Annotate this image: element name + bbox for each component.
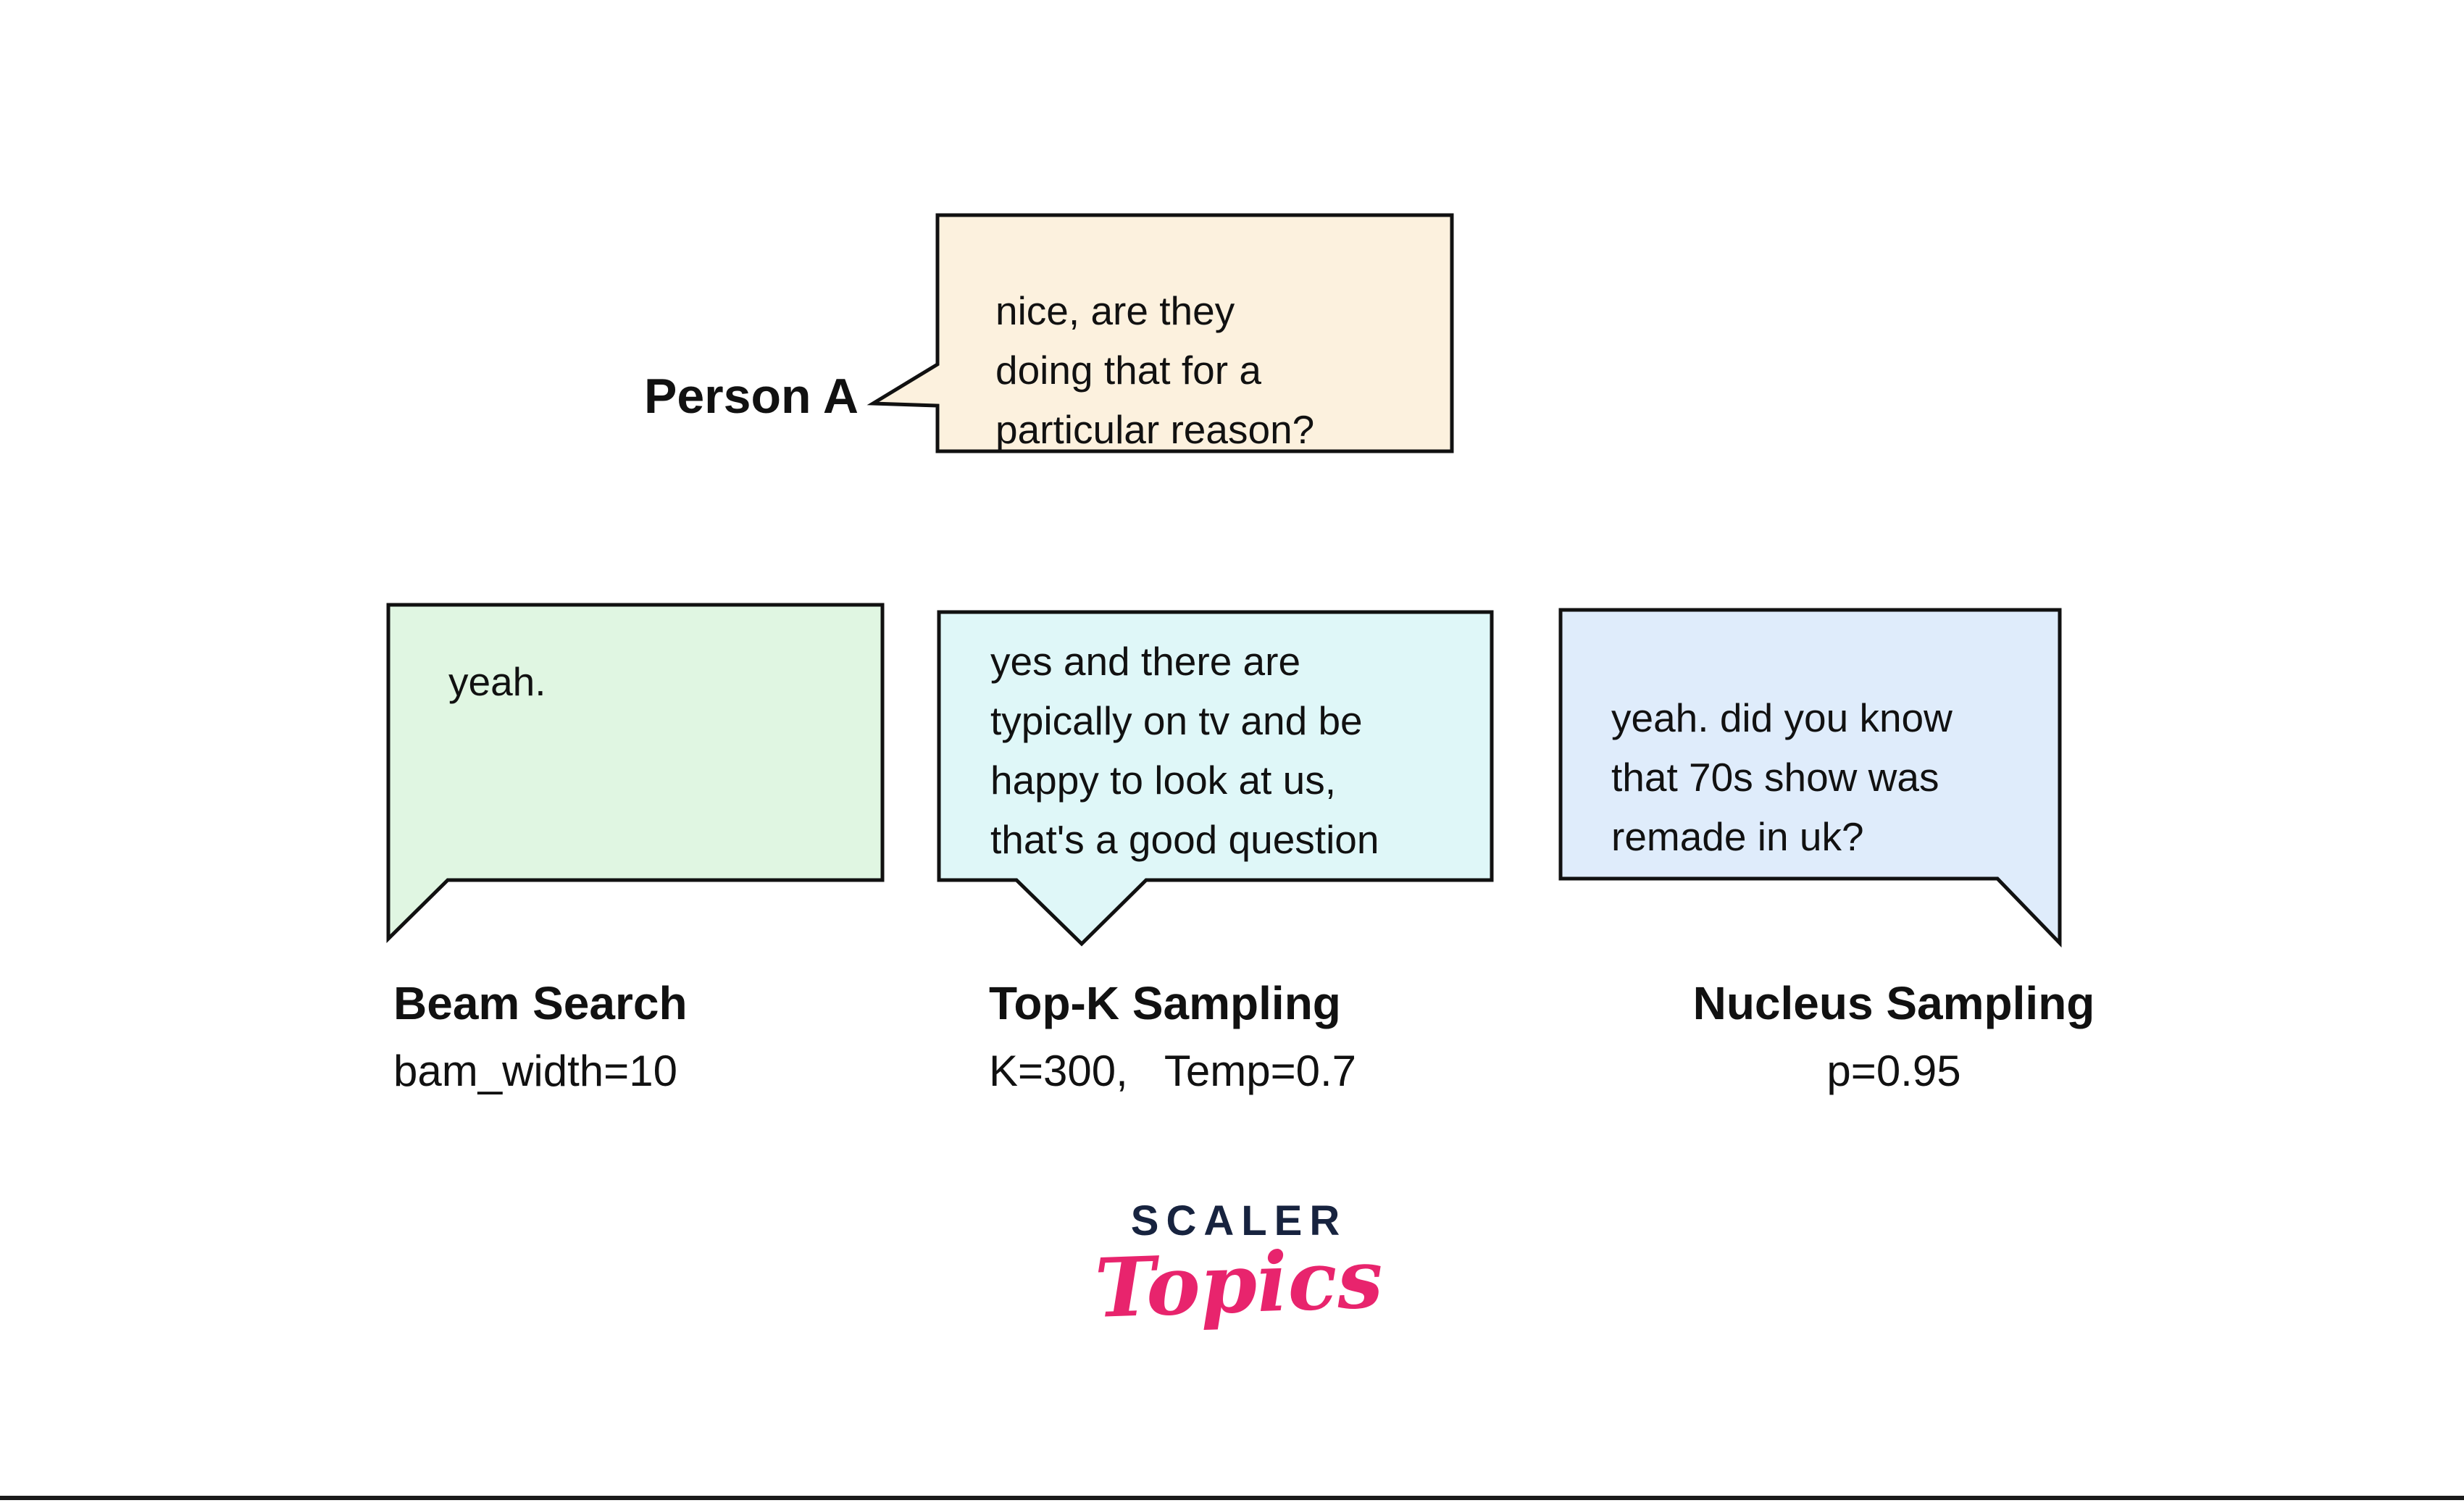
topk-bubble-shape (937, 610, 1494, 947)
scaler-wordmark: SCALER (1130, 1197, 1348, 1244)
person-a-label: Person A (643, 369, 859, 424)
question-bubble-shape (866, 213, 1454, 453)
nucleus-bubble-shape (1558, 608, 2062, 948)
beam-bubble-text: yeah. (448, 659, 546, 704)
topk-bubble-text: yes and there are typically on tv and be… (990, 639, 1379, 862)
bottom-divider (0, 1496, 2464, 1500)
nucleus-sampling-params: p=0.95 (1826, 1047, 1961, 1095)
beam-search-title: Beam Search (393, 977, 688, 1029)
topk-sampling-label: Top-K Sampling K=300, Temp=0.7 (989, 969, 1356, 1105)
scaler-topics-logo: SCALER Topics (1087, 1197, 1391, 1336)
beam-search-label: Beam Search bam_width=10 (393, 969, 688, 1105)
topk-sampling-title: Top-K Sampling (989, 977, 1341, 1029)
question-bubble-text: nice, are they doing that for a particul… (995, 288, 1315, 452)
topics-wordmark: Topics (1093, 1231, 1385, 1336)
nucleus-bubble-text: yeah. did you know that 70s show was rem… (1611, 695, 1953, 859)
nucleus-sampling-label: Nucleus Sampling p=0.95 (1604, 969, 2184, 1105)
topk-sampling-params: K=300, Temp=0.7 (989, 1047, 1357, 1095)
beam-bubble-shape (386, 603, 885, 943)
beam-search-params: bam_width=10 (393, 1047, 677, 1095)
nucleus-sampling-title: Nucleus Sampling (1692, 977, 2095, 1029)
